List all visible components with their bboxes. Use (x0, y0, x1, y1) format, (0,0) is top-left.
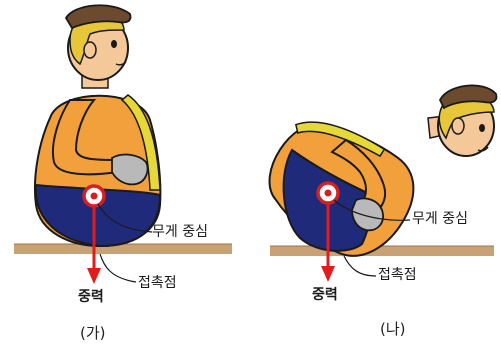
right-caption: (나) (380, 322, 406, 337)
right-cog-label: 무게 중심 (412, 212, 468, 226)
right-gravity-label: 중력 (312, 288, 338, 302)
left-glove (112, 155, 148, 185)
right-figure (249, 85, 496, 282)
right-glove (352, 198, 383, 230)
left-gravity-label: 중력 (78, 290, 104, 304)
right-ground (270, 246, 494, 256)
right-contact-point-label: 접촉점 (378, 268, 417, 282)
left-figure (14, 5, 232, 284)
left-cog-label: 무게 중심 (152, 225, 208, 239)
left-ground (14, 244, 232, 254)
left-caption: (가) (80, 326, 106, 341)
left-contact-point-label: 접촉점 (138, 276, 177, 290)
